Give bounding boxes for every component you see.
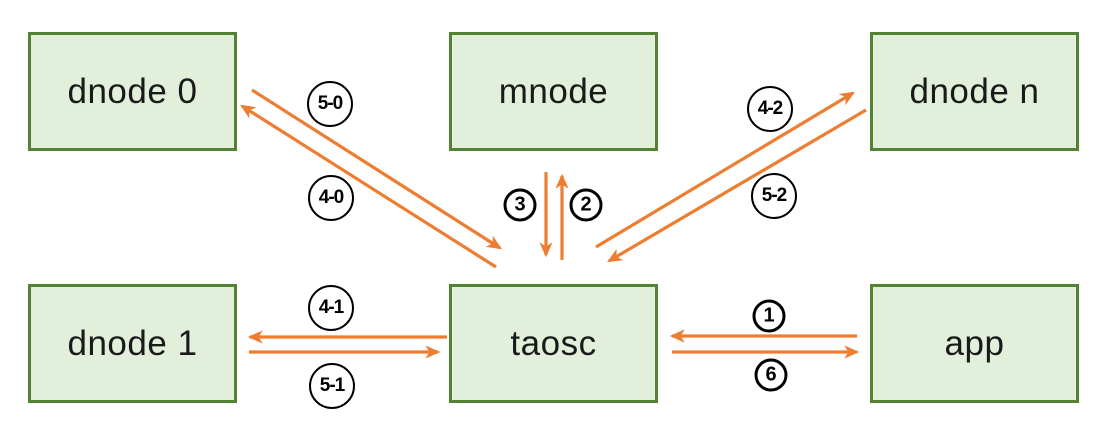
edge-label-5-2: 5-2: [751, 173, 797, 219]
node-taosc-label: taosc: [510, 323, 597, 363]
edge-label-4-1: 4-1: [308, 285, 354, 331]
edge-label-4-2: 4-2: [747, 86, 793, 132]
node-dnode1-label: dnode 1: [67, 323, 198, 363]
edge-label-4-0: 4-0: [308, 175, 354, 221]
node-dnoden-label: dnode n: [909, 71, 1040, 111]
arrow-taosc-to-dnode0: [240, 104, 497, 269]
node-taosc: taosc: [449, 284, 658, 403]
edge-label-2: 2: [569, 188, 603, 222]
arrow-dnode0-to-taosc: [251, 88, 502, 250]
node-app: app: [870, 284, 1079, 403]
edge-label-3: 3: [503, 188, 537, 222]
node-dnode0-label: dnode 0: [67, 71, 198, 111]
edge-label-5-1: 5-1: [309, 363, 355, 409]
node-dnode0: dnode 0: [28, 32, 237, 151]
node-app-label: app: [944, 323, 1005, 363]
node-dnoden: dnode n: [870, 32, 1079, 151]
edge-label-6: 6: [754, 358, 788, 392]
node-mnode-label: mnode: [498, 71, 609, 111]
arrow-taosc-to-dnoden: [595, 91, 855, 249]
node-dnode1: dnode 1: [28, 284, 237, 403]
edge-label-1: 1: [752, 299, 786, 333]
node-mnode: mnode: [449, 32, 658, 151]
edge-label-5-0: 5-0: [307, 81, 353, 127]
arrow-dnoden-to-taosc: [607, 108, 867, 263]
